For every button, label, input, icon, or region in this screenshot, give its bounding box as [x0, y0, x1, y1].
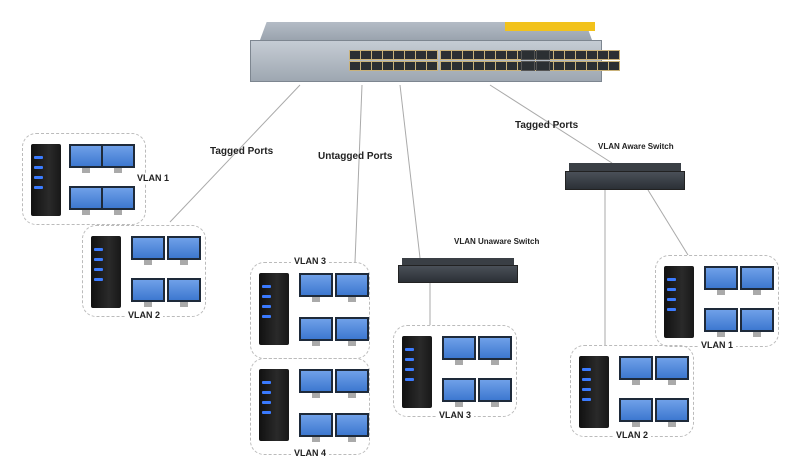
link-tagged-left: [169, 84, 301, 223]
label-vlan-aware-switch: VLAN Aware Switch: [598, 142, 674, 151]
monitor-icon: [167, 278, 201, 307]
vlan-group: [250, 358, 370, 455]
monitor-icon: [335, 369, 369, 398]
label-untagged-ports: Untagged Ports: [318, 151, 393, 162]
ethernet-port: [608, 61, 620, 71]
monitor-icon: [655, 398, 689, 427]
vlan-group: [250, 262, 370, 359]
monitor-icon: [69, 186, 103, 215]
monitor-icon: [299, 413, 333, 442]
vlan-group: [655, 255, 779, 347]
server-tower-icon: [259, 369, 289, 441]
label-tagged-ports-right: Tagged Ports: [515, 120, 579, 131]
server-tower-icon: [579, 356, 609, 428]
server-tower-icon: [31, 144, 61, 216]
server-tower-icon: [664, 266, 694, 338]
monitor-icon: [299, 369, 333, 398]
link-aware-vlan1: [647, 189, 689, 256]
monitor-icon: [299, 317, 333, 346]
sfp-port: [521, 61, 535, 71]
monitor-icon: [478, 378, 512, 407]
vlan-aware-switch: [565, 163, 685, 190]
monitor-icon: [101, 186, 135, 215]
vlan-group: [570, 345, 694, 437]
vlan-group: [82, 225, 206, 317]
monitor-icon: [619, 398, 653, 427]
monitor-icon: [335, 273, 369, 302]
link-untagged-vlan3-4: [354, 84, 363, 263]
vlan-label: VLAN 2: [613, 430, 652, 440]
sfp-port: [536, 61, 550, 71]
vlan-label: VLAN 3: [436, 410, 475, 420]
monitor-icon: [299, 273, 333, 302]
link-untagged-unaware: [399, 84, 421, 259]
ethernet-port: [426, 61, 438, 71]
monitor-icon: [655, 356, 689, 385]
main-switch: [250, 22, 620, 84]
monitor-icon: [478, 336, 512, 365]
sfp-port: [521, 50, 535, 60]
vlan-label: VLAN 2: [125, 310, 164, 320]
label-vlan-unaware-switch: VLAN Unaware Switch: [454, 237, 540, 246]
monitor-icon: [704, 266, 738, 295]
server-tower-icon: [402, 336, 432, 408]
ethernet-port: [426, 50, 438, 60]
link-tagged-right: [489, 84, 613, 164]
label-tagged-ports-left: Tagged Ports: [210, 146, 274, 157]
vlan-group: [393, 325, 517, 417]
monitor-icon: [167, 236, 201, 265]
monitor-icon: [619, 356, 653, 385]
monitor-icon: [131, 236, 165, 265]
vlan-label: VLAN 3: [291, 256, 330, 266]
monitor-icon: [704, 308, 738, 337]
monitor-icon: [101, 144, 135, 173]
vlan-group: [22, 133, 146, 225]
vlan-unaware-switch: [398, 258, 518, 283]
ethernet-port: [608, 50, 620, 60]
sfp-port: [536, 50, 550, 60]
monitor-icon: [740, 266, 774, 295]
monitor-icon: [740, 308, 774, 337]
monitor-icon: [335, 317, 369, 346]
vlan-label: VLAN 4: [291, 448, 330, 458]
server-tower-icon: [91, 236, 121, 308]
monitor-icon: [131, 278, 165, 307]
monitor-icon: [335, 413, 369, 442]
vlan-label: VLAN 1: [698, 340, 737, 350]
vlan-label: VLAN 1: [134, 173, 173, 183]
monitor-icon: [442, 378, 476, 407]
server-tower-icon: [259, 273, 289, 345]
monitor-icon: [442, 336, 476, 365]
monitor-icon: [69, 144, 103, 173]
